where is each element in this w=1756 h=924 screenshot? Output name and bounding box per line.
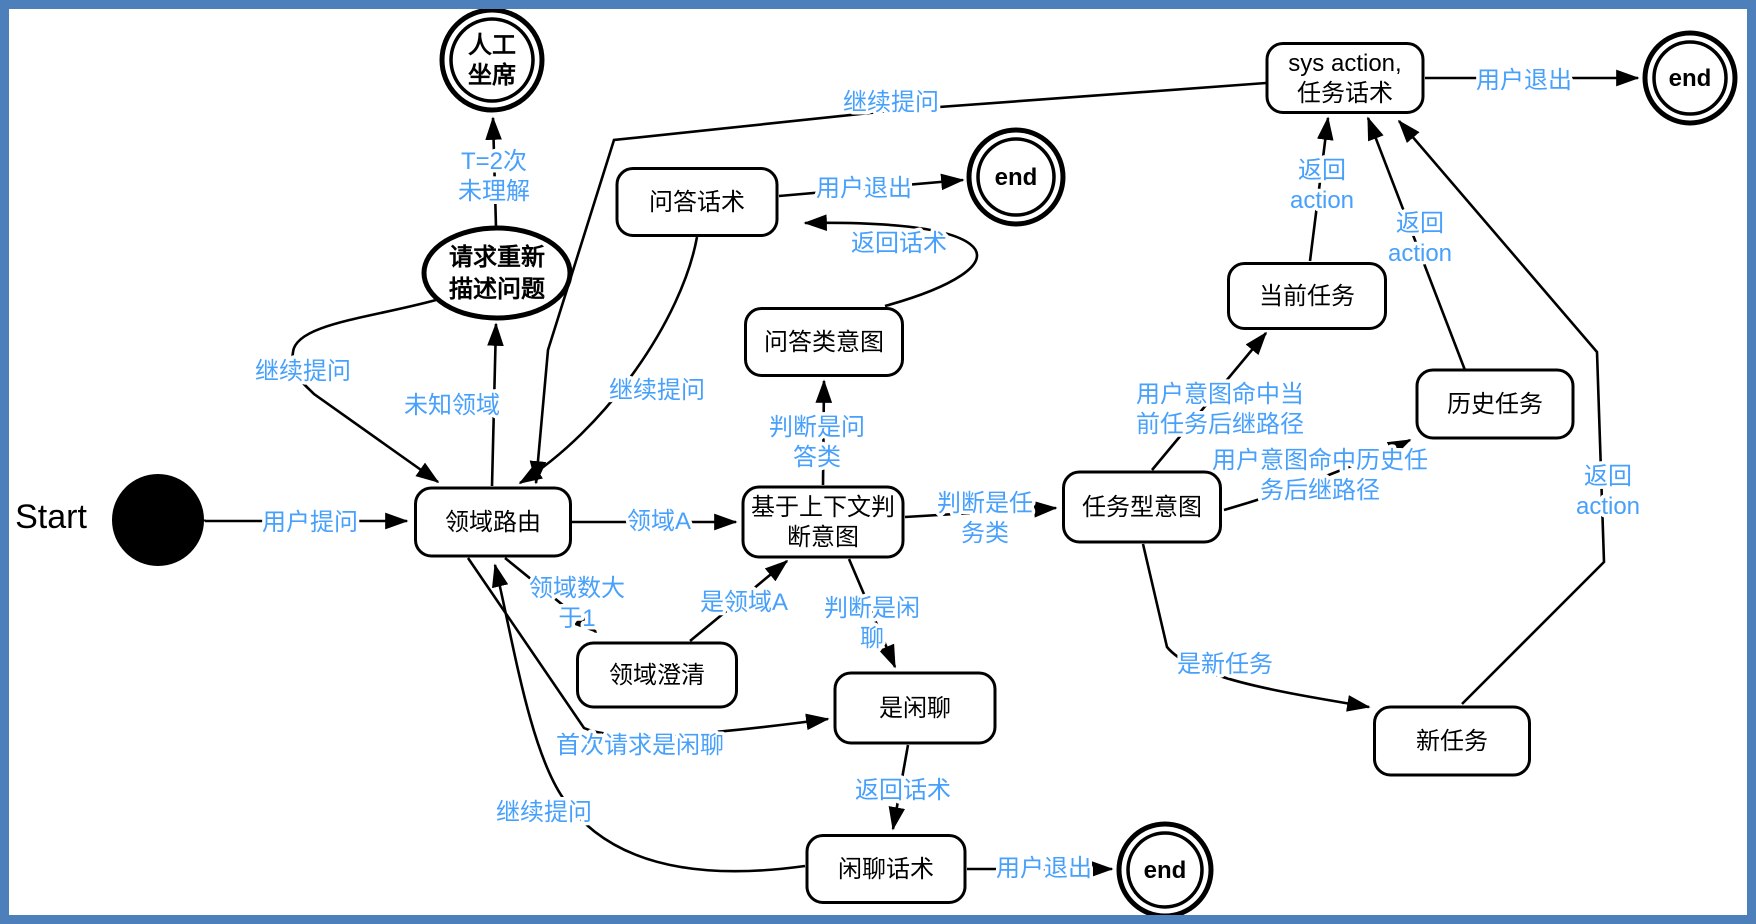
node-label-chitchat-script: 闲聊话术 — [838, 856, 934, 883]
edge-label-qascript-to-route: 继续提问 — [609, 377, 705, 404]
node-label-domain-route: 领域路由 — [445, 509, 541, 536]
node-current-task — [1227, 262, 1387, 330]
node-label-task-intent: 任务型意图 — [1082, 494, 1202, 521]
node-qa-intent — [744, 307, 904, 377]
node-label-domain-clarify: 领域澄清 — [609, 662, 705, 689]
edge-taskintent-to-current — [1151, 331, 1267, 471]
edge-qaintent-to-qascript — [803, 214, 979, 308]
node-rephrase-request — [421, 225, 573, 321]
node-sys-action — [1265, 42, 1425, 114]
node-history-task — [1415, 368, 1575, 440]
edge-route-to-rephrase — [487, 322, 504, 487]
edge-route-to-ischitchat — [466, 557, 830, 738]
node-label-new-task: 新任务 — [1416, 728, 1488, 755]
edge-clarify-to-context — [689, 559, 789, 643]
edge-label-ischitchat-to-script: 返回话术 — [855, 777, 951, 804]
node-chitchat-script — [805, 834, 967, 904]
node-task-intent — [1062, 470, 1222, 544]
edge-rephrase-to-route — [291, 298, 440, 484]
node-qa-script — [615, 167, 779, 237]
node-label-end-middle: end — [995, 164, 1038, 191]
node-label-qa-intent: 问答类意图 — [764, 329, 884, 356]
edge-chitchat-to-route — [492, 563, 806, 873]
edge-taskintent-to-newtask — [1141, 543, 1371, 712]
edge-label-taskintent-to-newtask: 是新任务 — [1177, 651, 1273, 678]
edge-labels-layer: 用户提问未知领域T=2次未理解继续提问继续提问继续提问领域A判断是问答类返回话术… — [252, 64, 1644, 886]
node-label-context-judge: 基于上下文判断意图 — [751, 494, 895, 551]
node-is-chitchat — [833, 671, 997, 745]
edge-label-start-to-route: 用户提问 — [262, 509, 358, 536]
edge-label-rephrase-to-agent: T=2次未理解 — [458, 148, 530, 205]
node-label-current-task: 当前任务 — [1259, 283, 1355, 310]
node-end-bottom-inner — [1126, 831, 1204, 909]
node-label-history-task: 历史任务 — [1447, 391, 1543, 418]
edge-label-qaintent-to-qascript: 返回话术 — [851, 230, 947, 257]
edge-label-route-to-context: 领域A — [627, 508, 691, 535]
edge-label-taskintent-to-current: 用户意图命中当前任务后继路径 — [1136, 381, 1304, 438]
edge-rephrase-to-agent — [485, 116, 502, 228]
edge-label-route-to-ischitchat: 首次请求是闲聊 — [556, 732, 724, 759]
node-label-sys-action: sys action,任务话术 — [1288, 50, 1401, 107]
node-context-judge — [741, 485, 905, 559]
edge-label-clarify-to-context: 是领域A — [700, 589, 788, 616]
node-label-is-chitchat: 是闲聊 — [879, 695, 951, 722]
node-end-top-right-inner — [1652, 40, 1728, 116]
edge-context-to-ischitchat — [847, 558, 897, 669]
edge-qascript-to-endmid — [778, 173, 965, 198]
edges-layer — [203, 69, 1640, 878]
edge-sysaction-to-route — [529, 81, 1267, 485]
edge-label-chitchat-to-route: 继续提问 — [496, 799, 592, 826]
start-state-dot — [112, 474, 204, 566]
edge-label-context-to-qaintent: 判断是问答类 — [769, 414, 865, 471]
edge-label-sysaction-to-endtop: 用户退出 — [1476, 67, 1572, 94]
edge-label-context-to-taskintent: 判断是任务类 — [937, 490, 1033, 547]
node-end-middle-inner — [976, 137, 1056, 217]
node-new-task — [1373, 705, 1531, 777]
edge-context-to-qaintent — [815, 379, 833, 486]
edge-history-to-sysaction — [1366, 116, 1470, 379]
edge-label-route-to-rephrase: 未知领域 — [404, 392, 500, 419]
edge-label-sysaction-to-route: 继续提问 — [843, 89, 939, 116]
edge-ischitchat-to-script — [888, 744, 910, 831]
edge-context-to-taskintent — [904, 500, 1058, 519]
start-edge-stub — [203, 519, 206, 522]
edge-taskintent-to-history — [1223, 438, 1412, 512]
node-domain-route — [414, 486, 572, 558]
edge-route-to-clarify — [504, 556, 598, 634]
edge-label-route-to-clarify: 领域数大于1 — [529, 575, 625, 632]
edge-label-qascript-to-endmid: 用户退出 — [816, 175, 912, 202]
edge-newtask-to-sysaction — [1397, 119, 1606, 705]
node-label-end-bottom: end — [1144, 857, 1187, 884]
node-domain-clarify — [576, 641, 738, 709]
edge-current-to-sysaction — [1308, 116, 1334, 262]
node-label-qa-script: 问答话术 — [649, 189, 745, 216]
edge-qascript-to-route — [518, 236, 699, 485]
node-human-agent-inner — [449, 17, 535, 103]
node-label-human-agent: 人工坐席 — [468, 32, 516, 89]
edge-label-rephrase-to-route: 继续提问 — [255, 358, 351, 385]
start-label: Start — [15, 498, 87, 536]
edge-label-chitchat-to-endbottom: 用户退出 — [996, 855, 1092, 882]
node-label-end-top-right: end — [1669, 65, 1712, 92]
node-label-rephrase-request: 请求重新描述问题 — [449, 243, 545, 303]
edge-label-taskintent-to-history: 用户意图命中历史任务后继路径 — [1212, 447, 1428, 504]
edge-label-context-to-ischitchat: 判断是闲聊 — [824, 595, 920, 652]
